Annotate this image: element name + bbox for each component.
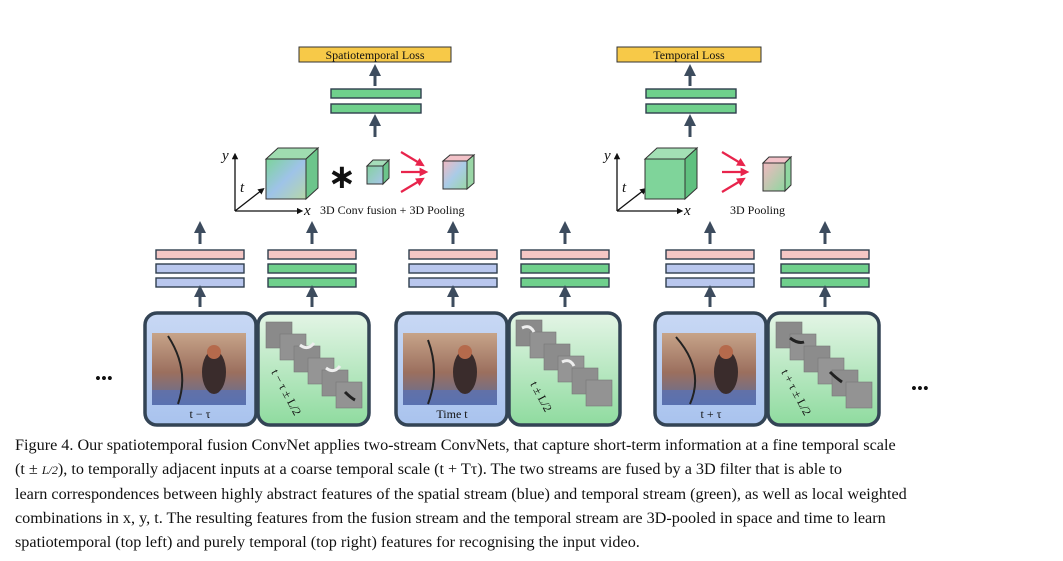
fc-layer-bar [330, 88, 422, 99]
figure-caption: Figure 4. Our spatiotemporal fusion Conv… [15, 433, 1045, 554]
x-axis-label: x [303, 203, 311, 219]
caption-line-4: combinations in x, y, t. The resulting f… [15, 509, 886, 527]
caption-line-2: (t ± L/2), to temporally adjacent inputs… [15, 457, 1045, 482]
xyt-axes: y t x [220, 148, 311, 219]
fc-layer-bar [645, 103, 737, 114]
pooled-cube [761, 155, 793, 193]
spatial-stream-stack-left [155, 221, 245, 307]
rgb-frame-label: t − τ [190, 407, 211, 421]
input-pair-left: t − τ t − τ ± L/2 [143, 311, 371, 427]
y-axis-label: y [602, 148, 611, 164]
pooling-arrows [721, 151, 750, 193]
pooling-label: 3D Pooling [730, 203, 785, 217]
spatiotemporal-loss-label: Spatiotemporal Loss [326, 48, 425, 62]
spatial-stream-stack-right [665, 221, 755, 307]
optical-flow-stack [265, 321, 363, 409]
temporal-loss-label: Temporal Loss [653, 48, 725, 62]
ellipsis-right: ••• [911, 379, 929, 398]
caption-fraction: L/2 [41, 463, 58, 477]
xyt-axes: y t x [602, 148, 691, 219]
fusion-label: 3D Conv fusion + 3D Pooling [320, 203, 464, 217]
rgb-frame-label: t + τ [701, 407, 722, 421]
caption-line-2-post: ), to temporally adjacent inputs at a co… [57, 460, 843, 478]
rgb-frame-label: Time t [436, 407, 468, 421]
3d-filter-cube [365, 158, 391, 186]
optical-flow-stack [775, 321, 873, 409]
fusion-feature-cube [264, 146, 320, 201]
caption-line-3: learn correspondences between highly abs… [15, 485, 907, 503]
temporal-feature-cube [643, 146, 699, 201]
t-axis-label: t [240, 180, 245, 196]
caption-line-5: spatiotemporal (top left) and purely tem… [15, 533, 640, 551]
temporal-stream-stack-middle [520, 221, 610, 307]
convolution-operator: ∗ [328, 157, 357, 197]
stream-stacks [155, 221, 870, 307]
temporal-stream-stack-left [267, 221, 357, 307]
input-pair-right: t + τ t + τ ± L/2 [653, 311, 881, 427]
spatiotemporal-branch: Spatiotemporal Loss y t x ∗ [220, 46, 476, 219]
t-axis-label: t [622, 180, 627, 196]
input-pair-middle: Time t t ± L/2 [394, 311, 622, 427]
x-axis-label: x [683, 203, 691, 219]
temporal-stream-stack-right [780, 221, 870, 307]
optical-flow-stack [515, 319, 613, 407]
pooling-arrows [400, 151, 429, 193]
fc-layer-bar [330, 103, 422, 114]
spatial-stream-stack-middle [408, 221, 498, 307]
fusion-diagram: Spatiotemporal Loss y t x ∗ [95, 46, 929, 427]
spatiotemporal-loss-box [298, 46, 452, 63]
y-axis-label: y [220, 148, 229, 164]
fc-layer-bar [645, 88, 737, 99]
temporal-branch: Temporal Loss y t x 3D Pooling [602, 46, 793, 219]
ellipsis-left: ••• [95, 369, 113, 388]
pooled-cube [441, 153, 476, 191]
caption-line-2-pre: (t ± [15, 460, 42, 478]
temporal-loss-box [616, 46, 762, 63]
caption-line-1: Figure 4. Our spatiotemporal fusion Conv… [15, 436, 896, 454]
